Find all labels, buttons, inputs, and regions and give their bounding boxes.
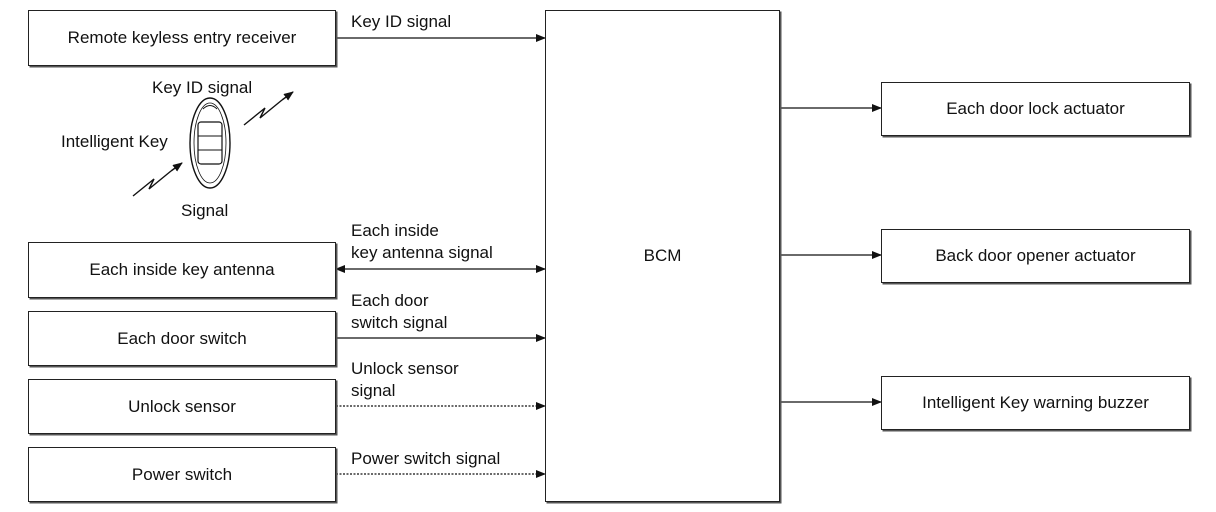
warning-buzzer-box: Intelligent Key warning buzzer (881, 376, 1190, 430)
power-signal-label: Power switch signal (351, 449, 501, 468)
key-id-signal-label: Key ID signal (351, 12, 452, 31)
warning-buzzer-label: Intelligent Key warning buzzer (922, 393, 1149, 412)
unlock-signal-label-2: signal (351, 381, 396, 400)
intelligent-key-icon (189, 97, 231, 189)
back-door-opener-box: Back door opener actuator (881, 229, 1190, 283)
fob-signal-label: Signal (181, 201, 229, 220)
antenna-signal-label-2: key antenna signal (351, 243, 493, 262)
fob-key-id-label: Key ID signal (152, 78, 253, 97)
unlock-sensor-box: Unlock sensor (28, 379, 336, 434)
key-id-signal-icon (243, 91, 294, 126)
unlock-sensor-label: Unlock sensor (128, 396, 236, 416)
back-door-opener-label: Back door opener actuator (935, 246, 1136, 265)
power-switch-label: Power switch (131, 464, 233, 484)
antenna-signal-label-1: Each inside (351, 221, 439, 240)
door-lock-actuator-box: Each door lock actuator (881, 82, 1190, 136)
door-switch-label: Each door switch (117, 328, 247, 348)
door-signal-label-1: Each door (351, 291, 429, 310)
power-switch-box: Power switch (28, 447, 336, 502)
fob-name-label: Intelligent Key (61, 132, 168, 151)
remote-keyless-entry-receiver-label: Remote keyless entry receiver (67, 28, 297, 47)
bcm-box: BCM (545, 10, 780, 502)
door-switch-box: Each door switch (28, 311, 336, 366)
remote-keyless-entry-receiver-box: Remote keyless entry receiver (28, 10, 336, 66)
unlock-signal-label-1: Unlock sensor (351, 359, 459, 378)
door-signal-label-2: switch signal (351, 313, 448, 332)
bcm-label: BCM (643, 246, 682, 265)
door-lock-actuator-label: Each door lock actuator (946, 99, 1125, 118)
inside-key-antenna-label: Each inside key antenna (89, 260, 275, 279)
inside-key-antenna-box: Each inside key antenna (28, 242, 336, 298)
intelligent-key-signal-icon (132, 162, 183, 197)
